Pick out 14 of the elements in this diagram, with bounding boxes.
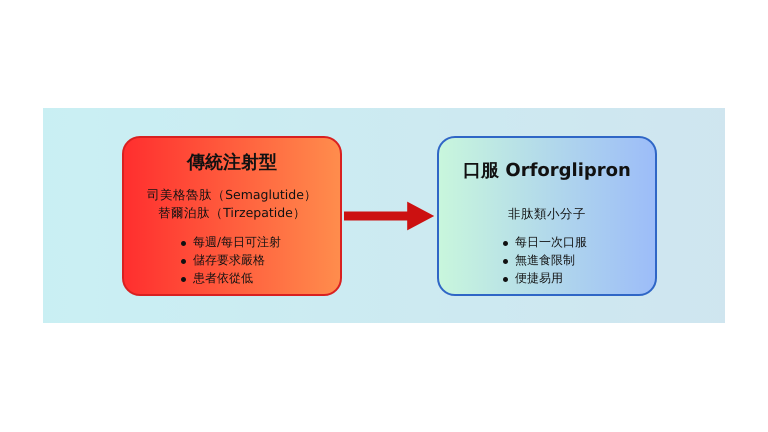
subtitle-text: 非肽類小分子 [507,206,587,223]
method-box [437,136,657,296]
subtitle-text: 司美格魯肽（Semaglutide） [146,187,318,204]
bullet-item: 儲存要求嚴格 [193,252,265,269]
method-box [122,136,342,296]
box-title: 口服 Orforglipron [462,159,632,182]
bullet-item: 每週/每日可注射 [193,234,282,251]
arrow [344,202,434,230]
bullet-item: 無進食限制 [515,252,575,269]
bullet-item: 便捷易用 [515,270,563,287]
bullet-item: 每日一次口服 [515,234,587,251]
box-title: 傳統注射型 [186,151,278,174]
bullet-item: 患者依從低 [193,270,253,287]
subtitle-text: 替爾泊肽（Tirzepatide） [157,205,307,222]
